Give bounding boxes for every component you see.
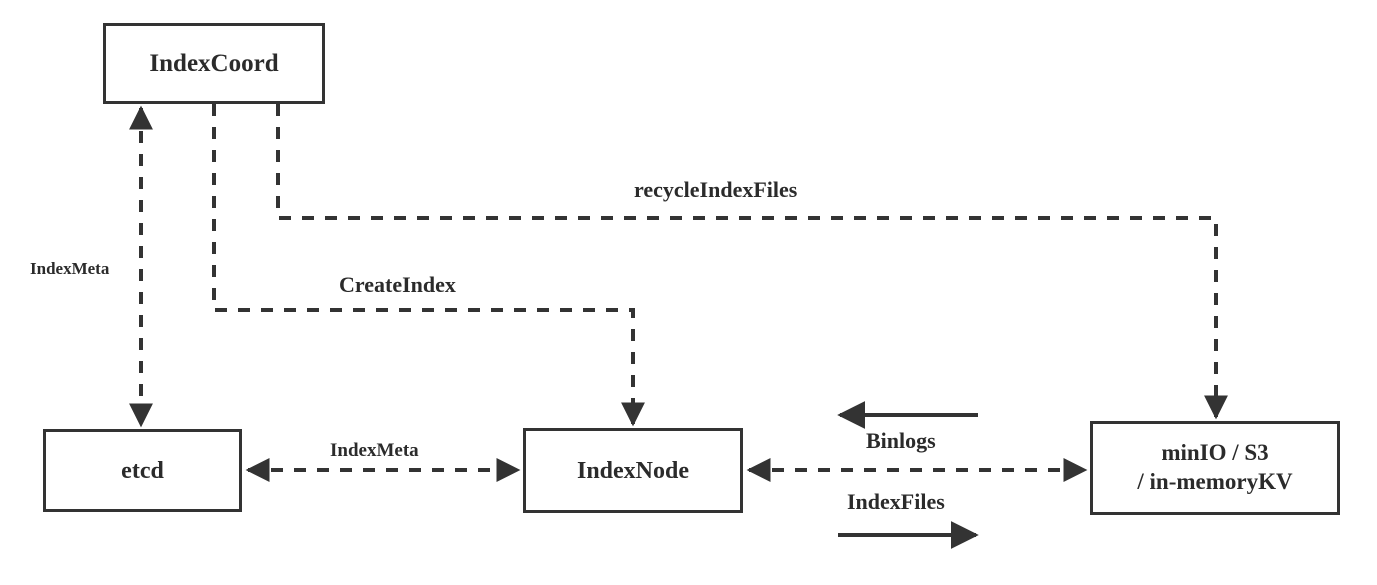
edge-label-createindex: CreateIndex [339,272,456,297]
node-minio-label: minIO / S3 / in-memoryKV [1137,440,1293,494]
edge-label-binlogs: Binlogs [866,428,936,453]
node-indexcoord[interactable]: IndexCoord [103,23,325,104]
edge-label-indexmeta-etcd-indexnode: IndexMeta [330,440,419,461]
node-minio[interactable]: minIO / S3 / in-memoryKV [1090,421,1340,515]
edge-label-indexfiles: IndexFiles [847,489,945,514]
connector-createindex [212,104,645,427]
node-etcd[interactable]: etcd [43,429,242,512]
edge-label-recycleindexfiles: recycleIndexFiles [634,177,798,202]
node-etcd-label: etcd [121,457,164,484]
node-indexnode-label: IndexNode [576,457,690,484]
node-indexnode[interactable]: IndexNode [523,428,743,513]
edge-label-indexmeta-indexcoord-etcd: IndexMeta [30,259,110,278]
connector-recycleindexfiles [276,104,1228,420]
node-indexcoord-label: IndexCoord [149,49,279,77]
